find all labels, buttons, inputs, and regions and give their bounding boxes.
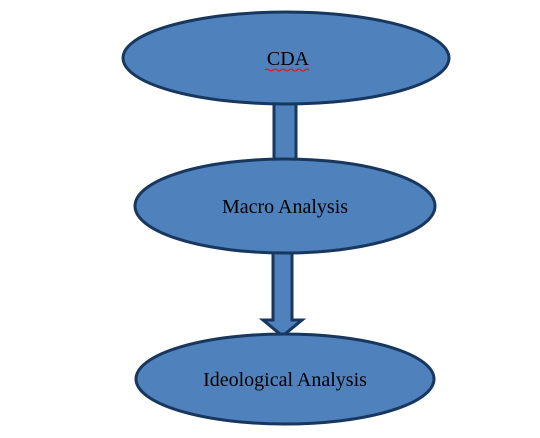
arrow-macro-to-ideological	[258, 250, 307, 338]
node-macro-analysis-label: Macro Analysis	[222, 196, 348, 218]
node-cda-shape	[121, 10, 451, 106]
node-macro-analysis: Macro Analysis	[133, 157, 437, 255]
connector-cda-to-macro	[272, 98, 298, 168]
node-ideological-analysis: Ideological Analysis	[134, 332, 436, 426]
node-ideological-analysis-label: Ideological Analysis	[203, 369, 367, 391]
node-ideological-analysis-shape	[134, 332, 436, 426]
node-cda: CDA	[121, 10, 451, 106]
node-macro-analysis-shape	[133, 157, 437, 255]
node-cda-label: CDA	[267, 48, 310, 70]
spellcheck-underline	[264, 68, 310, 72]
